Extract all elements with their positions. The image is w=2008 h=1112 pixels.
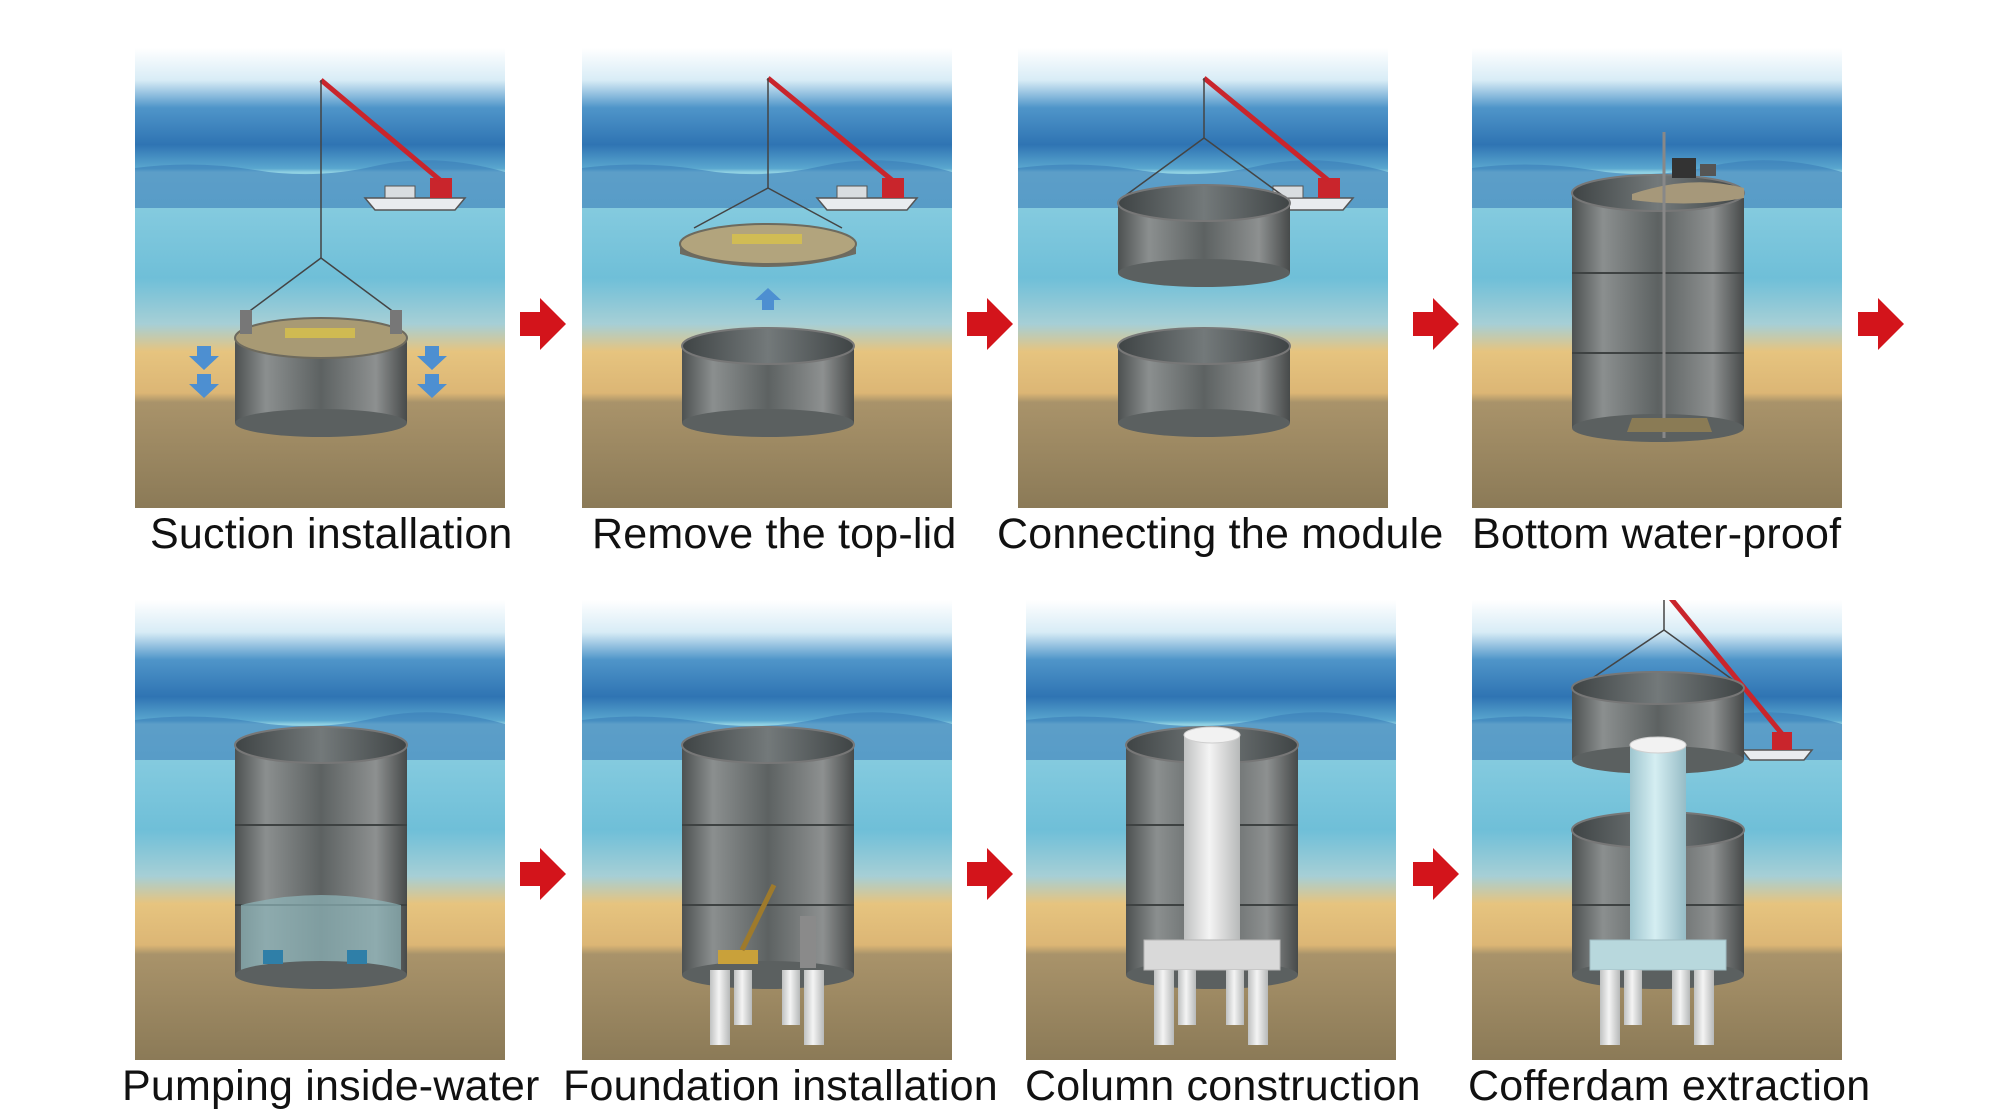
- step-label: Pumping inside-water: [122, 1062, 540, 1110]
- remove-top-lid-illustration: [582, 48, 952, 508]
- panel-column-construction: [1026, 600, 1396, 1060]
- foundation-installation-illustration: [582, 600, 952, 1060]
- excavator-icon: [718, 883, 777, 964]
- right-arrow-icon: [1858, 298, 1904, 350]
- connecting-module-illustration: [1018, 48, 1388, 508]
- crane-ship-icon: [1663, 600, 1814, 761]
- bottom-water-proof-illustration: [1472, 48, 1842, 508]
- right-arrow-icon: [1413, 848, 1459, 900]
- crane-ship-icon: [319, 78, 467, 258]
- panel-cofferdam-extraction: [1472, 600, 1842, 1060]
- panel-connecting-module: [1018, 48, 1388, 508]
- panel-remove-top-lid: [582, 48, 952, 508]
- column-construction-illustration: [1026, 600, 1396, 1060]
- step-label: Cofferdam extraction: [1468, 1062, 1871, 1110]
- step-label: Suction installation: [150, 510, 513, 558]
- pump-icon: [263, 950, 283, 964]
- pump-icon: [1672, 158, 1696, 178]
- pumping-inside-water-illustration: [135, 600, 505, 1060]
- step-label: Column construction: [1025, 1062, 1421, 1110]
- right-arrow-icon: [967, 298, 1013, 350]
- step-label: Bottom water-proof: [1472, 510, 1842, 558]
- panel-pumping-inside-water: [135, 600, 505, 1060]
- pump-icon: [347, 950, 367, 964]
- down-arrows-icon: [189, 346, 447, 398]
- cofferdam-extraction-illustration: [1472, 600, 1842, 1060]
- panel-bottom-water-proof: [1472, 48, 1842, 508]
- suction-installation-illustration: [135, 48, 505, 508]
- step-label: Connecting the module: [997, 510, 1444, 558]
- right-arrow-icon: [520, 848, 566, 900]
- right-arrow-icon: [520, 298, 566, 350]
- right-arrow-icon: [1413, 298, 1459, 350]
- right-arrow-icon: [967, 848, 1013, 900]
- panel-foundation-installation: [582, 600, 952, 1060]
- step-label: Foundation installation: [563, 1062, 998, 1110]
- crane-ship-icon: [766, 76, 919, 211]
- panel-suction-installation: [135, 48, 505, 508]
- step-label: Remove the top-lid: [592, 510, 957, 558]
- up-arrow-icon: [755, 288, 781, 310]
